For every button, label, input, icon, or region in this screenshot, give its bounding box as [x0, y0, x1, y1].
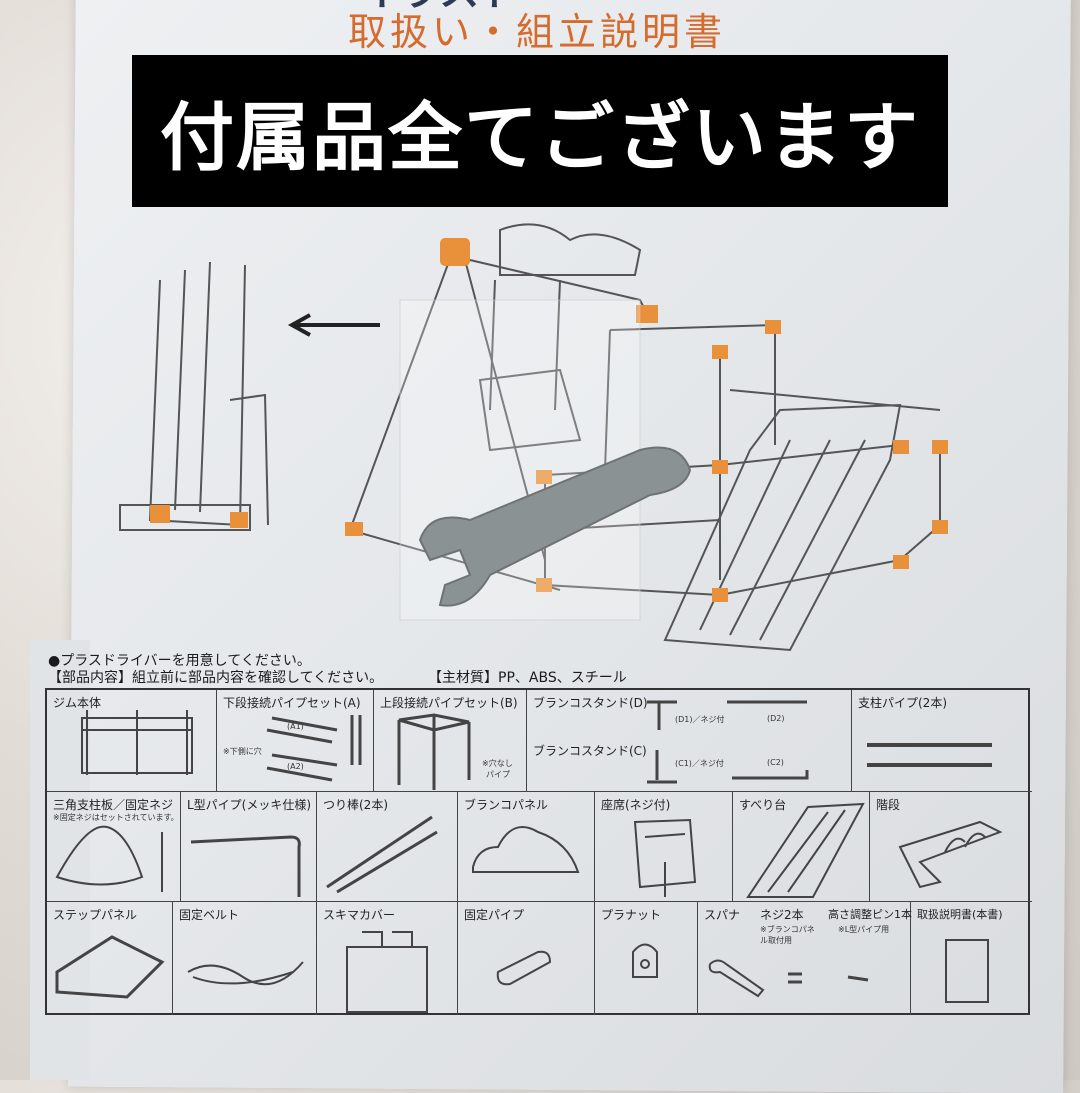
part-name: スパナ: [704, 908, 741, 922]
part-name: すべり台: [739, 798, 787, 812]
part-name: 取扱説明書(本書): [917, 908, 1003, 921]
part-note: ※L型パイプ用: [838, 925, 890, 934]
pipe-set-b-drawing: [397, 713, 471, 790]
part-label: (D1)／ネジ付: [675, 715, 725, 724]
part-name: 上段接続パイプセット(B): [380, 696, 518, 710]
part-cell: 下段接続パイプセット(A) (A1) (A2) ※下側に穴: [217, 690, 374, 792]
part-cell: 固定ベルト: [173, 902, 317, 1015]
wrench-icon: [418, 446, 692, 607]
part-name: プラナット: [601, 908, 662, 922]
part-name: 座席(ネジ付): [601, 798, 671, 812]
swing-stand-drawing: [647, 700, 809, 784]
part-cell: 固定パイプ: [458, 902, 595, 1015]
part-cell: 取扱説明書(本書): [911, 902, 1032, 1015]
part-label: ※下側に穴: [223, 747, 262, 756]
part-cell: つり棒(2本): [317, 792, 458, 902]
part-name: 固定パイプ: [464, 908, 525, 922]
spanner-screws-pin-drawing: [708, 959, 869, 998]
part-name: L型パイプ(メッキ仕様): [187, 798, 312, 812]
part-cell: スパナ ネジ2本 高さ調整ピン1本 ※ブランコパネル取付用 ※L型パイプ用: [698, 902, 912, 1015]
part-label: (A2): [287, 762, 304, 771]
part-label: (C2): [767, 758, 784, 767]
note-contents: 【部品内容】組立前に部品内容を確認してください。: [48, 670, 384, 686]
swing-panel-drawing: [472, 826, 580, 873]
part-note: ※固定ネジはセットされています。: [53, 813, 179, 822]
part-name: 下段接続パイプセット(A): [223, 696, 361, 710]
plastic-nut-drawing: [632, 943, 658, 978]
part-name: ジム本体: [53, 696, 102, 710]
part-cell: プラナット: [595, 902, 698, 1015]
hanging-rod-drawing: [326, 815, 438, 894]
part-label: (C1)／ネジ付: [675, 759, 724, 768]
triangle-plate-drawing: [55, 825, 163, 892]
part-label: (D2): [767, 714, 785, 723]
slide-drawing: [746, 802, 865, 898]
paper-edge: [30, 640, 90, 1080]
seat-drawing: [633, 818, 697, 897]
part-cell: ブランコスタンド(D) ブランコスタンド(C) (D1)／ネジ付 (D2) (C…: [527, 690, 852, 792]
parts-table: ジム本体 下段接続パイプセット(A) (A1) (A2) ※下側に穴 上段接続パ…: [45, 688, 1032, 1015]
part-name: ネジ2本: [760, 908, 804, 922]
part-name: 高さ調整ピン1本: [828, 908, 912, 921]
manual-book-drawing: [945, 939, 989, 1003]
part-name: スキマカバー: [323, 908, 396, 922]
banner-text: 付属品全てございます: [160, 94, 920, 181]
part-name: ステップパネル: [53, 908, 138, 922]
part-cell: ステップパネル: [47, 902, 173, 1015]
manual-subtitle: 取扱い・組立説明書: [348, 10, 727, 54]
part-cell: すべり台: [733, 792, 870, 902]
fixing-pipe-drawing: [496, 950, 552, 986]
part-name: 階段: [876, 798, 901, 812]
gap-cover-drawing: [346, 931, 428, 1013]
step-panel-drawing: [55, 935, 165, 999]
part-note: ※ブランコパネル取付用: [760, 925, 815, 945]
part-cell: ブランコパネル: [458, 792, 595, 902]
part-cell: スキマカバー: [317, 902, 458, 1015]
part-name: ブランコスタンド(C): [533, 744, 647, 758]
pipe-set-a-drawing: [266, 715, 362, 782]
part-label: (A1): [287, 722, 304, 731]
part-cell: 階段: [870, 792, 1032, 902]
part-cell: 支柱パイプ(2本): [852, 690, 1032, 792]
note-driver: ●プラスドライバーを用意してください。: [48, 653, 311, 669]
part-cell: 座席(ネジ付): [595, 792, 733, 902]
gym-body-drawing: [81, 710, 193, 775]
part-cell: L型パイプ(メッキ仕様): [181, 792, 317, 902]
belt-drawing: [187, 961, 304, 986]
support-pipe-drawing: [867, 743, 992, 767]
part-cell: 三角支柱板／固定ネジ ※固定ネジはセットされています。: [47, 792, 181, 902]
stairs-drawing: [898, 820, 1003, 889]
play-gym-illustration: [119, 223, 948, 652]
l-pipe-drawing: [190, 835, 301, 897]
part-name: 固定ベルト: [179, 908, 240, 922]
part-label: パイプ: [486, 770, 510, 779]
part-cell: ジム本体: [47, 690, 217, 792]
overlay-banner: 付属品全てございます: [132, 55, 948, 207]
part-cell: 上段接続パイプセット(B) ※穴なし パイプ: [374, 690, 527, 792]
manual-title: イラスト: [360, 0, 519, 12]
part-name: 三角支柱板／固定ネジ: [53, 798, 174, 812]
plastic-bag: [399, 299, 641, 621]
part-label: ※穴なし: [482, 759, 513, 768]
part-name: ブランコパネル: [464, 798, 549, 812]
part-name: 支柱パイプ(2本): [858, 696, 947, 710]
note-materials: 【主材質】PP、ABS、スチール: [428, 670, 627, 686]
part-name: つり棒(2本): [323, 798, 388, 812]
part-name: ブランコスタンド(D): [533, 696, 648, 710]
